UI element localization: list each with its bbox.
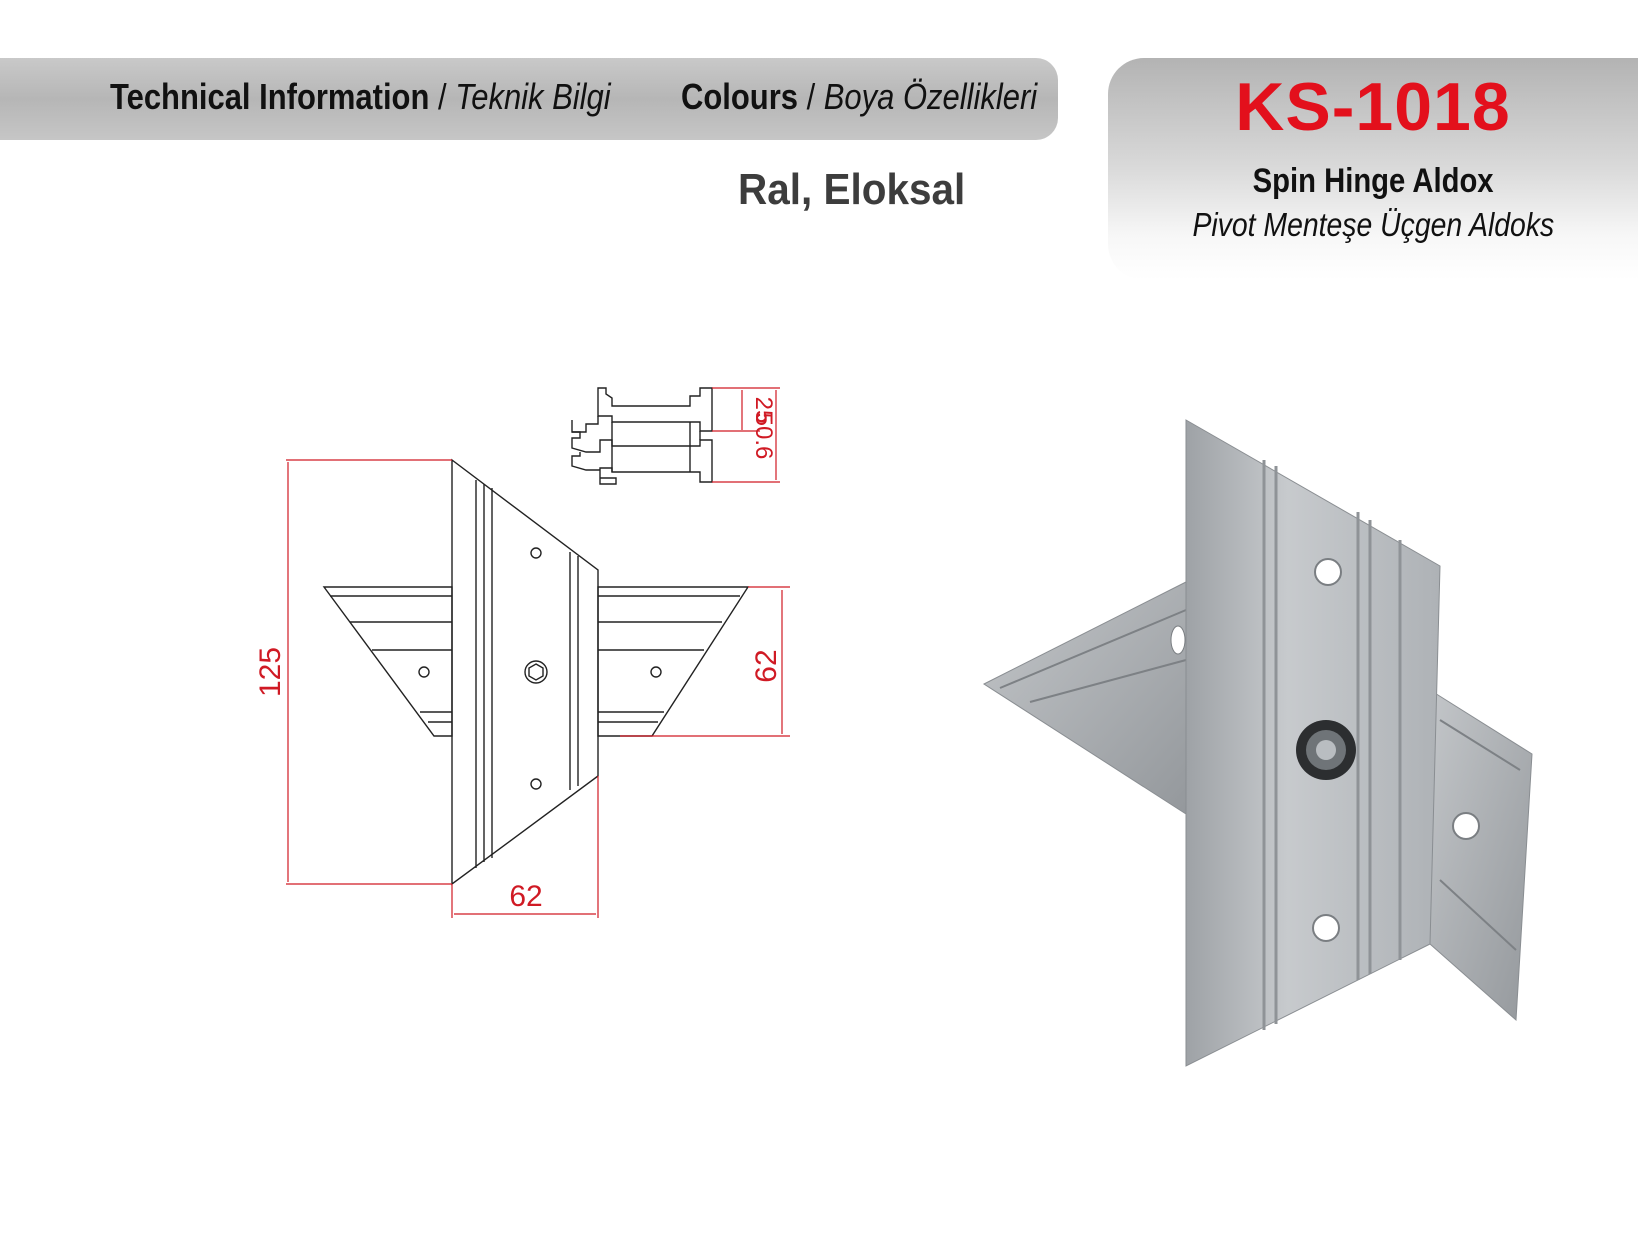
dim-profile-total: 50.6	[750, 413, 777, 460]
hole-markers	[418, 547, 662, 790]
dim-height: 125	[254, 647, 287, 697]
colours-heading: Colours / Boya Özellikleri	[681, 76, 1038, 117]
product-title-box	[1108, 58, 1638, 280]
product-name: Spin Hinge Aldox	[1252, 162, 1494, 200]
profile-section	[571, 387, 713, 485]
profile-dimension-lines	[712, 387, 780, 483]
product-code: KS-1018	[1235, 69, 1511, 145]
dim-profile-small: 25	[750, 397, 777, 424]
dim-right-height: 62	[750, 649, 783, 682]
header-bar	[0, 58, 1058, 140]
technical-information-heading: Technical Information / Teknik Bilgi	[110, 76, 611, 117]
main-dimension-lines	[286, 459, 790, 918]
dim-bottom-width: 62	[509, 880, 542, 913]
product-name-turkish: Pivot Menteşe Üçgen Aldoks	[1192, 206, 1554, 243]
colours-value: Ral, Eloksal	[738, 165, 966, 214]
